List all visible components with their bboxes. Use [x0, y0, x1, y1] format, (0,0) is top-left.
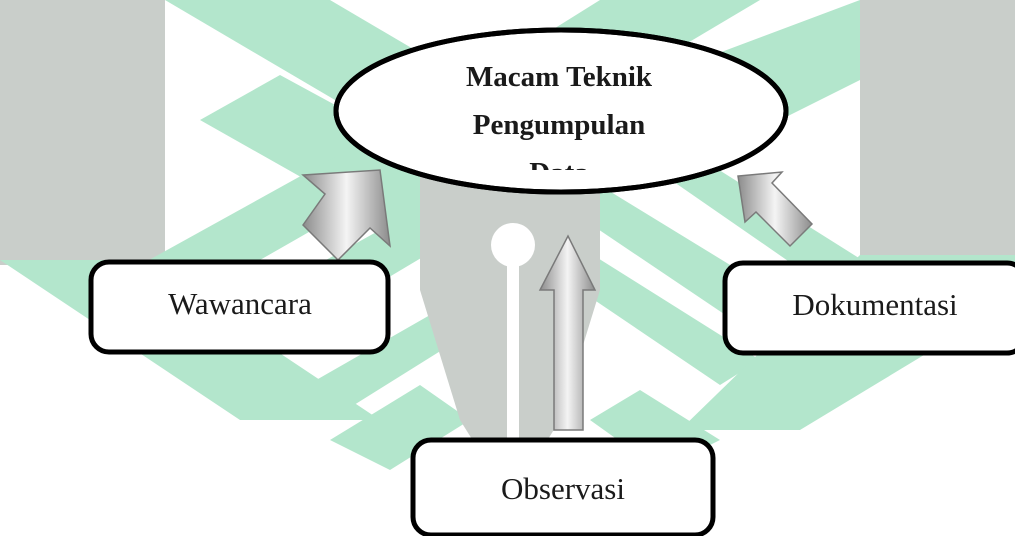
node-wawancara-label: Wawancara: [168, 286, 312, 321]
arrow-from-observasi: [538, 234, 597, 431]
node-dokumentasi-label: Dokumentasi: [792, 287, 958, 322]
center-node: Macam Teknik Pengumpulan Data: [333, 27, 789, 195]
center-title-line-1: Macam Teknik: [466, 61, 653, 93]
center-title-line-3: Data: [529, 157, 589, 189]
node-observasi: Observasi: [410, 437, 716, 536]
watermark-side-panels: [0, 0, 1015, 265]
arrow-from-wawancara: [301, 169, 392, 262]
node-observasi-label: Observasi: [501, 471, 625, 506]
center-title-line-2: Pengumpulan: [473, 109, 645, 141]
node-dokumentasi: Dokumentasi: [722, 260, 1015, 356]
arrow-from-dokumentasi: [737, 171, 814, 248]
node-wawancara: Wawancara: [88, 259, 391, 355]
